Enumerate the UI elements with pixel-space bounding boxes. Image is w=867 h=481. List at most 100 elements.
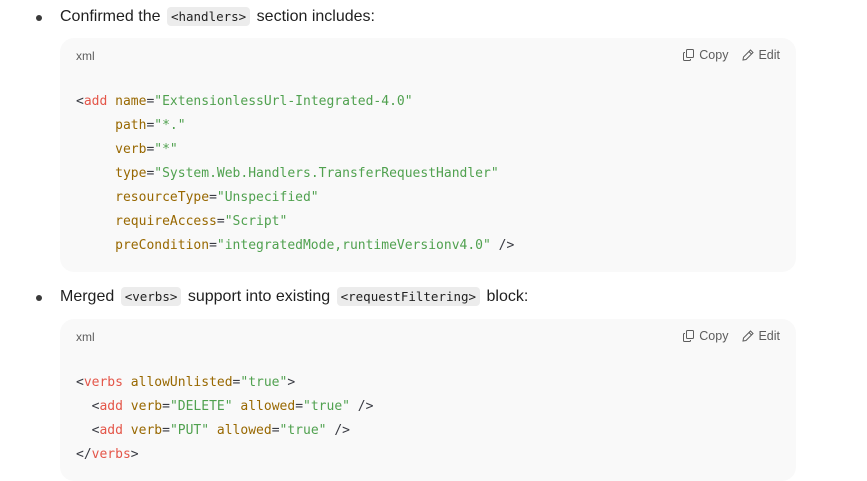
code-actions: Copy Edit [683,329,780,343]
code-attr: verb [130,399,163,414]
code-punct: < [76,399,100,414]
code-attr: verb [130,423,163,438]
code-attr: verb [115,142,147,157]
code-attr: preCondition [115,238,210,253]
code-punct: > [130,447,139,462]
code-tag: add [99,399,123,414]
code-line: type="System.Web.Handlers.TransferReques… [76,162,514,186]
bullet-text-after: block: [486,288,529,305]
code-string: "integratedMode,runtimeVersionv4.0" [216,238,491,253]
code-line: <add verb="DELETE" allowed="true" /> [76,395,374,419]
code-attr: path [115,118,147,133]
code-line: <verbs allowUnlisted="true"> [76,371,373,395]
code-language-label: xml [76,49,95,63]
bullet-item-verbs: Merged <verbs> support into existing <re… [0,284,867,310]
code-punct [76,118,115,133]
code-line: preCondition="integratedMode,runtimeVers… [76,234,514,258]
code-equals: = [232,375,241,390]
code-punct [123,399,131,414]
code-line: path="*." [76,114,514,138]
code-punct [209,423,217,438]
code-attr: allowUnlisted [130,375,233,390]
code-string: "true" [279,423,327,438]
code-punct: /> [490,238,515,253]
code-tag: verbs [83,375,123,390]
code-punct [107,94,115,109]
code-line: <add verb="PUT" allowed="true" /> [76,419,373,443]
code-string: "System.Web.Handlers.TransferRequestHand… [154,166,499,181]
code-line: </verbs> [76,443,373,467]
copy-button[interactable]: Copy [683,48,728,62]
code-attr: allowed [216,423,272,438]
code-string: "true" [303,399,350,414]
code-equals: = [146,142,155,157]
bullet-dot [36,295,42,301]
bullet-text-before: Confirmed the [60,8,161,25]
code-punct [123,375,131,390]
code-equals: = [146,118,155,133]
code-block-handlers: xml Copy Edit <add name="ExtensionlessUr… [60,38,796,272]
code-line: resourceType="Unspecified" [76,186,514,210]
code-equals: = [295,399,304,414]
code-punct [123,423,131,438]
code-punct [76,190,115,205]
code-punct: /> [326,423,350,438]
bullet-item-handlers: Confirmed the <handlers> section include… [0,4,867,30]
code-equals: = [162,399,170,414]
bullet-text: Merged <verbs> support into existing <re… [60,284,528,310]
code-string: "Unspecified" [216,190,319,205]
code-string: "*" [154,142,178,157]
copy-icon [683,49,695,61]
copy-button[interactable]: Copy [683,329,728,343]
inline-code-verbs: <verbs> [120,287,182,306]
edit-button[interactable]: Edit [742,329,780,343]
code-line: verb="*" [76,138,514,162]
code-tag: verbs [91,447,131,462]
code-punct [76,142,115,157]
code-punct: > [287,375,296,390]
code-attr: type [115,166,147,181]
code-punct: /> [349,399,374,414]
code-body: <add name="ExtensionlessUrl-Integrated-4… [76,90,514,258]
bullet-text-after: section includes: [256,8,375,25]
bullet-text: Confirmed the <handlers> section include… [60,4,375,30]
inline-code-handlers: <handlers> [166,7,251,26]
code-attr: resourceType [115,190,210,205]
code-punct [76,214,115,229]
copy-icon [683,330,695,342]
code-string: "true" [240,375,288,390]
code-block-verbs: xml Copy Edit <verbs allowUnlisted="true… [60,319,796,481]
code-equals: = [162,423,170,438]
code-string: "PUT" [169,423,210,438]
code-attr: requireAccess [115,214,217,229]
code-equals: = [216,214,225,229]
code-attr: allowed [240,399,296,414]
bullet-dot [36,15,42,21]
code-string: "ExtensionlessUrl-Integrated-4.0" [154,94,413,109]
code-tag: add [83,94,108,109]
edit-label: Edit [758,48,780,62]
inline-code-requestfiltering: <requestFiltering> [336,287,481,306]
code-equals: = [271,423,280,438]
code-attr: name [115,94,147,109]
code-tag: add [99,423,123,438]
edit-button[interactable]: Edit [742,48,780,62]
code-language-label: xml [76,330,95,344]
code-string: "*." [154,118,186,133]
code-punct: < [76,375,84,390]
code-string: "DELETE" [169,399,233,414]
code-body: <verbs allowUnlisted="true"> <add verb="… [76,371,373,467]
code-block-header: xml Copy Edit [60,319,796,355]
code-string: "Script" [224,214,288,229]
code-actions: Copy Edit [683,48,780,62]
code-punct [76,238,115,253]
code-punct: < [76,94,84,109]
bullet-text-before: Merged [60,288,115,305]
code-punct: < [76,423,100,438]
edit-icon [742,49,755,61]
bullet-text-middle: support into existing [187,288,331,305]
edit-label: Edit [758,329,780,343]
code-equals: = [146,94,155,109]
code-equals: = [209,238,217,253]
copy-label: Copy [699,48,729,62]
